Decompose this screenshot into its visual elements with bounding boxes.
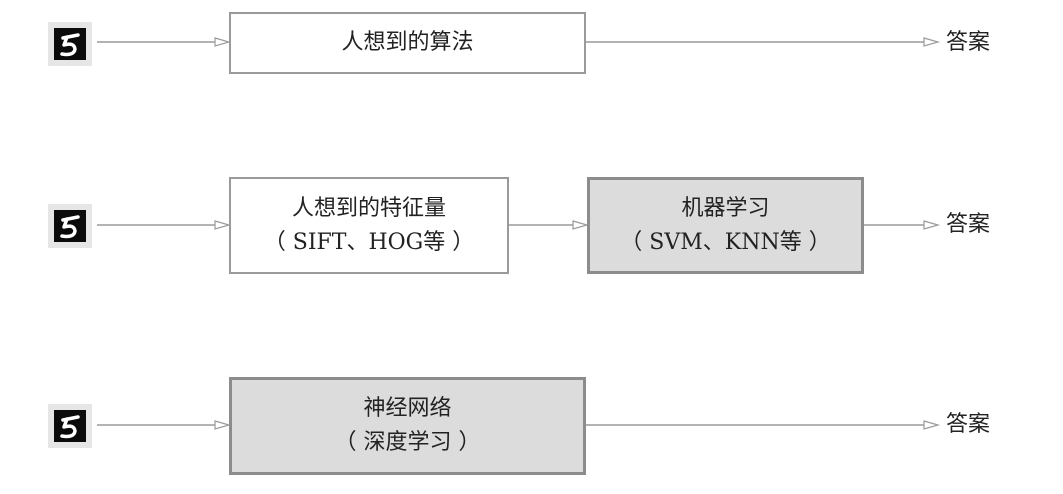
connector-arrow xyxy=(97,220,232,230)
box-neural-network: 神经网络 （ 深度学习 ） xyxy=(229,377,586,475)
connector-arrow xyxy=(586,37,941,47)
connector-arrow xyxy=(97,37,232,47)
box-label: 人想到的特征量 xyxy=(291,195,446,221)
connector-arrow xyxy=(97,420,232,430)
arrowhead-icon xyxy=(214,220,232,230)
connector-arrow xyxy=(864,220,941,230)
arrowhead-icon xyxy=(572,220,590,230)
box-machine-learning: 机器学习 （ SVM、KNN等 ） xyxy=(587,177,864,274)
box-label: 人想到的算法 xyxy=(341,30,474,55)
box-sublabel: （ SIFT、HOG等 ） xyxy=(263,229,475,255)
digit-5-icon xyxy=(48,22,92,66)
answer-label: 答案 xyxy=(946,30,991,55)
connector-arrow xyxy=(509,220,590,230)
box-sublabel: （ 深度学习 ） xyxy=(334,430,481,455)
answer-label: 答案 xyxy=(946,412,991,437)
box-human-algorithm: 人想到的算法 xyxy=(229,12,586,74)
digit-5-icon xyxy=(48,404,92,448)
box-label: 机器学习 xyxy=(681,195,770,221)
arrowhead-icon xyxy=(923,220,941,230)
answer-label: 答案 xyxy=(946,212,991,237)
box-human-features: 人想到的特征量 （ SIFT、HOG等 ） xyxy=(229,177,509,274)
arrowhead-icon xyxy=(214,37,232,47)
digit-5-icon xyxy=(48,204,92,248)
arrowhead-icon xyxy=(923,420,941,430)
box-sublabel: （ SVM、KNN等 ） xyxy=(620,229,831,255)
arrowhead-icon xyxy=(923,37,941,47)
box-label: 神经网络 xyxy=(363,396,452,421)
connector-arrow xyxy=(586,420,941,430)
arrowhead-icon xyxy=(214,420,232,430)
